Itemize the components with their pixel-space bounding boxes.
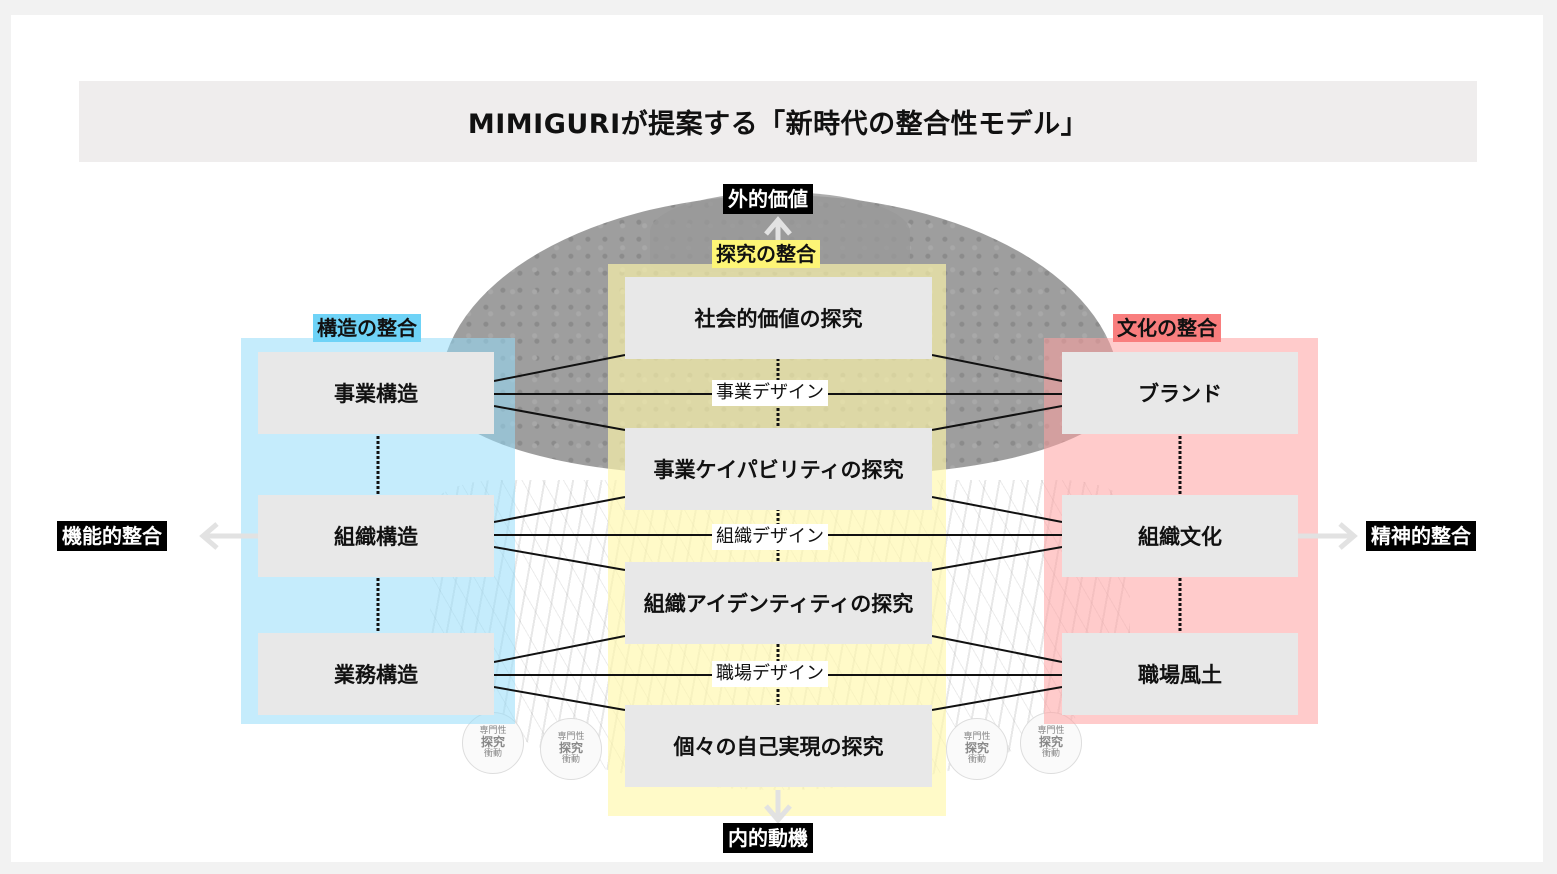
organization-structure-box: 組織構造: [258, 495, 494, 577]
inquiry-group-label: 探究の整合: [712, 240, 820, 268]
slide-title: MIMIGURIが提案する「新時代の整合性モデル」: [467, 109, 1089, 140]
axis-arrows: [199, 216, 1358, 824]
self-actualization-inquiry-box: 個々の自己実現の探究: [625, 705, 932, 787]
structure-group-label: 構造の整合: [313, 314, 421, 342]
root-bubble: 専門性 探究 衝動: [540, 718, 602, 780]
root-bubble-top: 専門性: [1037, 725, 1065, 736]
business-capability-inquiry-box: 事業ケイパビリティの探究: [625, 428, 932, 510]
root-bubble-main: 探究: [964, 741, 989, 756]
social-value-inquiry-box: 社会的価値の探究: [625, 277, 932, 359]
root-bubble-top: 専門性: [557, 731, 585, 742]
business-structure-box: 事業構造: [258, 352, 494, 434]
workplace-climate-box: 職場風土: [1062, 633, 1298, 715]
root-bubble-top: 専門性: [479, 725, 507, 736]
operations-structure-box: 業務構造: [258, 633, 494, 715]
root-bubble-main: 探究: [480, 735, 505, 750]
axis-label-bottom: 内的動機: [723, 823, 813, 853]
axis-label-top: 外的価値: [723, 184, 813, 214]
root-bubble: 専門性 探究 衝動: [946, 718, 1008, 780]
axis-label-right: 精神的整合: [1366, 521, 1476, 551]
root-bubble-top: 専門性: [963, 731, 991, 742]
root-bubble-main: 探究: [558, 741, 583, 756]
root-bubble-main: 探究: [1038, 735, 1063, 750]
root-bubble-bottom: 衝動: [1041, 748, 1060, 759]
title-band: MIMIGURIが提案する「新時代の整合性モデル」: [79, 81, 1477, 162]
root-bubble-bottom: 衝動: [483, 748, 502, 759]
culture-group-label: 文化の整合: [1113, 314, 1221, 342]
workplace-design-label: 職場デザイン: [712, 661, 828, 687]
root-bubble-bottom: 衝動: [561, 754, 580, 765]
organization-identity-inquiry-box: 組織アイデンティティの探究: [625, 562, 932, 644]
root-bubble-bottom: 衝動: [967, 754, 986, 765]
business-design-label: 事業デザイン: [712, 380, 828, 406]
organization-culture-box: 組織文化: [1062, 495, 1298, 577]
brand-box: ブランド: [1062, 352, 1298, 434]
organization-design-label: 組織デザイン: [712, 524, 828, 550]
axis-label-left: 機能的整合: [57, 521, 167, 551]
